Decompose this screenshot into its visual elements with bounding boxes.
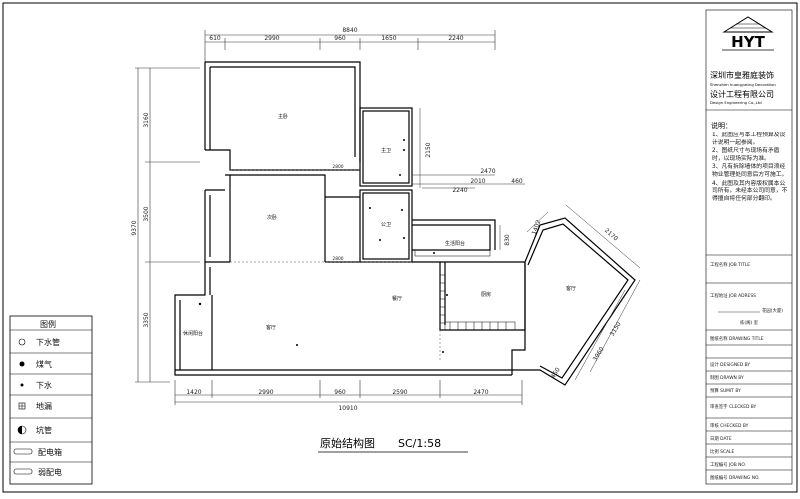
gas-icon	[19, 361, 25, 367]
dim-bottom-2: 960	[334, 389, 346, 396]
walls	[174, 61, 636, 386]
sheet-border	[2, 2, 798, 493]
dim-2010: 2010	[470, 178, 485, 185]
left-dimensions	[135, 67, 200, 383]
dim-3960: 3960	[592, 346, 606, 363]
company-logo: HYT	[722, 16, 774, 51]
drawing-name-label: 图纸名称 DRAWING TITLE	[710, 335, 764, 342]
company-name-cn-1: 深圳市皇雅庭装饰	[710, 70, 774, 80]
room-second: 次卧	[267, 214, 277, 221]
room-kitchen: 厨房	[481, 291, 491, 298]
legend-box	[9, 315, 93, 485]
dim-bottom-3: 2590	[392, 389, 407, 396]
legend-item-6: 弱配电	[38, 467, 62, 477]
lintel-label-2: 2800	[332, 256, 343, 262]
dim-bottom-1: 2990	[258, 389, 273, 396]
room-dining: 餐厅	[392, 295, 402, 302]
room-master: 主卧	[278, 113, 288, 120]
dim-top-4: 2240	[448, 35, 463, 42]
top-dimensions	[204, 30, 496, 62]
legend-item-3: 地漏	[36, 401, 52, 411]
company-name-en-2: Design Engineering Co.,Ltd	[710, 100, 762, 105]
diag-dimensions	[526, 204, 641, 381]
dim-bottom-4: 2470	[473, 389, 488, 396]
tb-row-0: 设计 DESIGNED BY	[710, 361, 750, 368]
room-guest: 客厅	[566, 285, 576, 292]
notes-title: 说明：	[711, 121, 732, 130]
dim-1402: 1402	[531, 219, 543, 236]
project-name-label: 工程名称 JOB TITLE	[710, 261, 750, 268]
address-value-2: 栋(阁) 室	[740, 319, 759, 326]
legend-item-0: 下水管	[36, 337, 60, 347]
legend-item-2: 下水	[36, 380, 52, 390]
note-item: 4、此图及其内容版权属本公司所有，未经本公司同意，不得擅自将任何部分翻印。	[712, 180, 788, 202]
dim-left-1: 3500	[143, 206, 150, 221]
dim-diag-460: 460	[550, 366, 562, 380]
downpipe-icon	[18, 338, 26, 346]
legend-title: 图例	[40, 319, 56, 329]
kitchen-counter	[414, 249, 516, 331]
note-item: 2、图纸尺寸与现场有矛盾时，以现场实际为准。	[712, 148, 780, 162]
tb-row2-0: 审核 CHECKED BY	[710, 422, 749, 429]
project-address-label: 工程地址 JOB ADRESS	[710, 292, 756, 299]
company-name-en-1: Shenzhen huangyating Decoration	[710, 82, 776, 87]
dim-top-2: 960	[334, 35, 346, 42]
lintel-label: 2800	[332, 164, 343, 170]
room-wc: 公卫	[381, 222, 391, 228]
bottom-dimensions	[174, 380, 523, 405]
room-living: 客厅	[266, 324, 276, 331]
distribution-box-icon	[13, 448, 33, 455]
tb-row2-2: 比例 SCALE	[710, 448, 734, 455]
company-name-cn-2: 设计工程有限公司	[710, 89, 774, 99]
drawing-title: 原始结构图	[320, 436, 375, 450]
room-kitchen-balcony: 生活阳台	[445, 240, 465, 247]
mid-dimensions	[412, 108, 525, 250]
drain-icon	[20, 383, 24, 387]
dim-bottom-total: 10910	[338, 405, 357, 412]
tb-row-1: 制图 DRAWN BY	[710, 374, 744, 381]
legend-item-1: 煤气	[36, 359, 52, 369]
dim-top-0: 610	[209, 35, 221, 42]
dim-2170: 2170	[603, 227, 619, 243]
dim-2240: 2240	[452, 187, 467, 194]
note-item: 3、凡有拆除墙体的项目须经物业管理处同意后方可施工。	[712, 164, 788, 178]
dim-left-2: 3350	[143, 312, 150, 327]
floor-drain-icon	[18, 402, 26, 410]
dim-830: 830	[504, 234, 511, 246]
dim-2150: 2150	[425, 142, 432, 157]
dim-top-1: 2990	[264, 35, 279, 42]
title-block	[705, 9, 793, 485]
room-bath: 主卫	[381, 147, 391, 154]
dim-top-3: 1650	[381, 35, 396, 42]
legend-item-5: 配电箱	[38, 447, 62, 457]
dim-top-total: 8840	[342, 27, 357, 34]
svg-text:HYT: HYT	[731, 33, 765, 51]
fixture-dots	[198, 139, 448, 353]
address-value: 花园(大厦)	[762, 307, 783, 314]
pit-pipe-icon	[17, 425, 27, 435]
note-item: 1、此图应与本工程预算及设计说明一起参阅。	[712, 132, 786, 146]
tb-row2-1: 日期 DATE	[710, 436, 732, 442]
dim-bottom-0: 1420	[186, 389, 201, 396]
tb-row-3: 审查签字 CLECKED BY	[710, 403, 757, 410]
tb-row2-3: 工程编号 JOB NO.	[710, 461, 746, 468]
dim-left-0: 3160	[143, 112, 150, 127]
room-leisure: 休闲阳台	[183, 330, 203, 337]
dim-left-total: 9370	[131, 220, 138, 235]
legend-item-4: 坑管	[36, 425, 52, 435]
weak-current-icon	[13, 468, 33, 475]
dim-2470: 2470	[480, 168, 495, 175]
tb-row-2: 预算 SUMIT BY	[710, 387, 741, 394]
lintel-lines	[230, 169, 441, 360]
tb-row2-4: 图纸编号 DRAWING NO.	[710, 474, 760, 481]
drawing-scale: SC/1:58	[398, 437, 441, 450]
dim-460: 460	[511, 178, 523, 185]
notes-block: 1、此图应与本工程预算及设计说明一起参阅。 2、图纸尺寸与现场有矛盾时，以现场实际…	[712, 132, 788, 202]
dim-3150: 3150	[609, 321, 623, 338]
